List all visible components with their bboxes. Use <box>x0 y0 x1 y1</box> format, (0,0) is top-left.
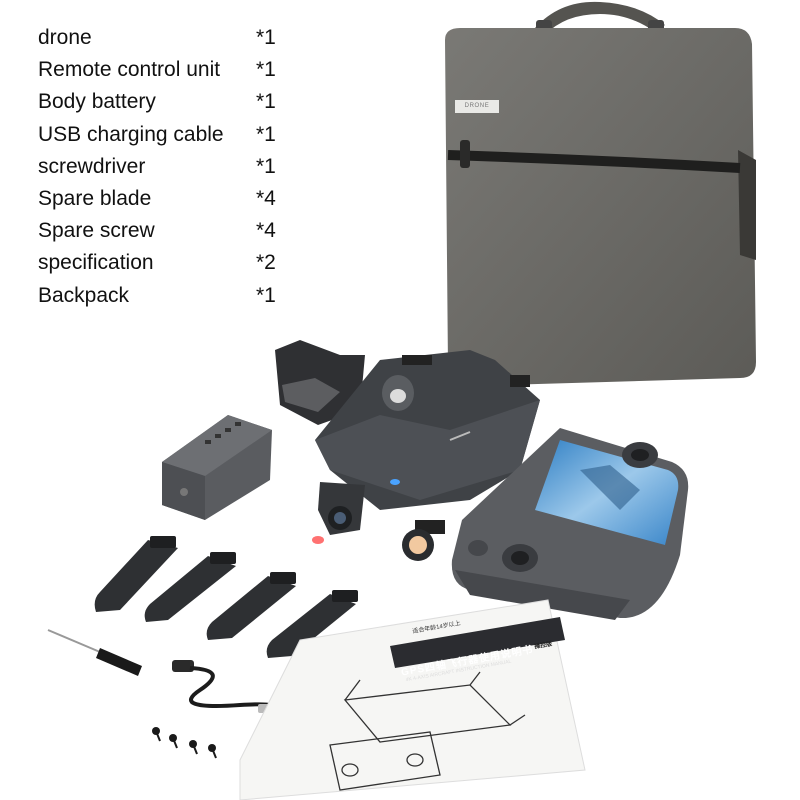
list-item: Backpack *1 <box>38 280 298 312</box>
bag-tag: DRONE <box>455 100 499 113</box>
backpack <box>445 1 756 386</box>
screwdriver <box>47 629 142 676</box>
usb-cable <box>172 660 276 714</box>
blade-1 <box>94 536 178 612</box>
spare-blades <box>94 536 358 658</box>
list-item: Body battery *1 <box>38 86 298 118</box>
item-qty: *1 <box>256 58 276 82</box>
list-item: Spare blade *4 <box>38 183 298 215</box>
instruction-manual <box>239 599 586 800</box>
list-item: USB charging cable *1 <box>38 119 298 151</box>
remote-control <box>451 428 689 620</box>
item-qty: *1 <box>256 90 276 114</box>
list-item: Spare screw *4 <box>38 215 298 247</box>
spare-screws <box>152 727 217 759</box>
item-name: Backpack <box>38 283 130 307</box>
item-name: drone <box>38 26 92 49</box>
item-qty: *4 <box>256 186 276 210</box>
item-qty: *2 <box>256 251 276 275</box>
item-qty: *4 <box>256 219 276 243</box>
item-name: specification <box>38 251 154 275</box>
blade-3 <box>206 572 296 640</box>
item-name: Spare screw <box>38 219 155 243</box>
item-qty: *1 <box>256 122 276 146</box>
item-name: Spare blade <box>38 186 152 210</box>
battery <box>162 415 272 520</box>
item-qty: *1 <box>256 26 276 49</box>
item-name: Body battery <box>38 90 156 114</box>
list-item: screwdriver *1 <box>38 151 298 183</box>
package-contents-list: drone *1 Remote control unit *1 Body batte… <box>38 22 298 312</box>
item-name: USB charging cable <box>38 122 224 146</box>
blade-4 <box>266 590 358 658</box>
item-qty: *1 <box>256 283 276 307</box>
list-item: specification *2 <box>38 247 298 279</box>
item-name: Remote control unit <box>38 58 221 82</box>
blade-2 <box>144 552 236 622</box>
gimbal-cover <box>275 340 365 425</box>
list-item: Remote control unit *1 <box>38 54 298 86</box>
list-item: drone *1 <box>38 22 298 54</box>
item-name: screwdriver <box>38 154 146 178</box>
drone <box>312 350 540 561</box>
item-qty: *1 <box>256 154 276 178</box>
